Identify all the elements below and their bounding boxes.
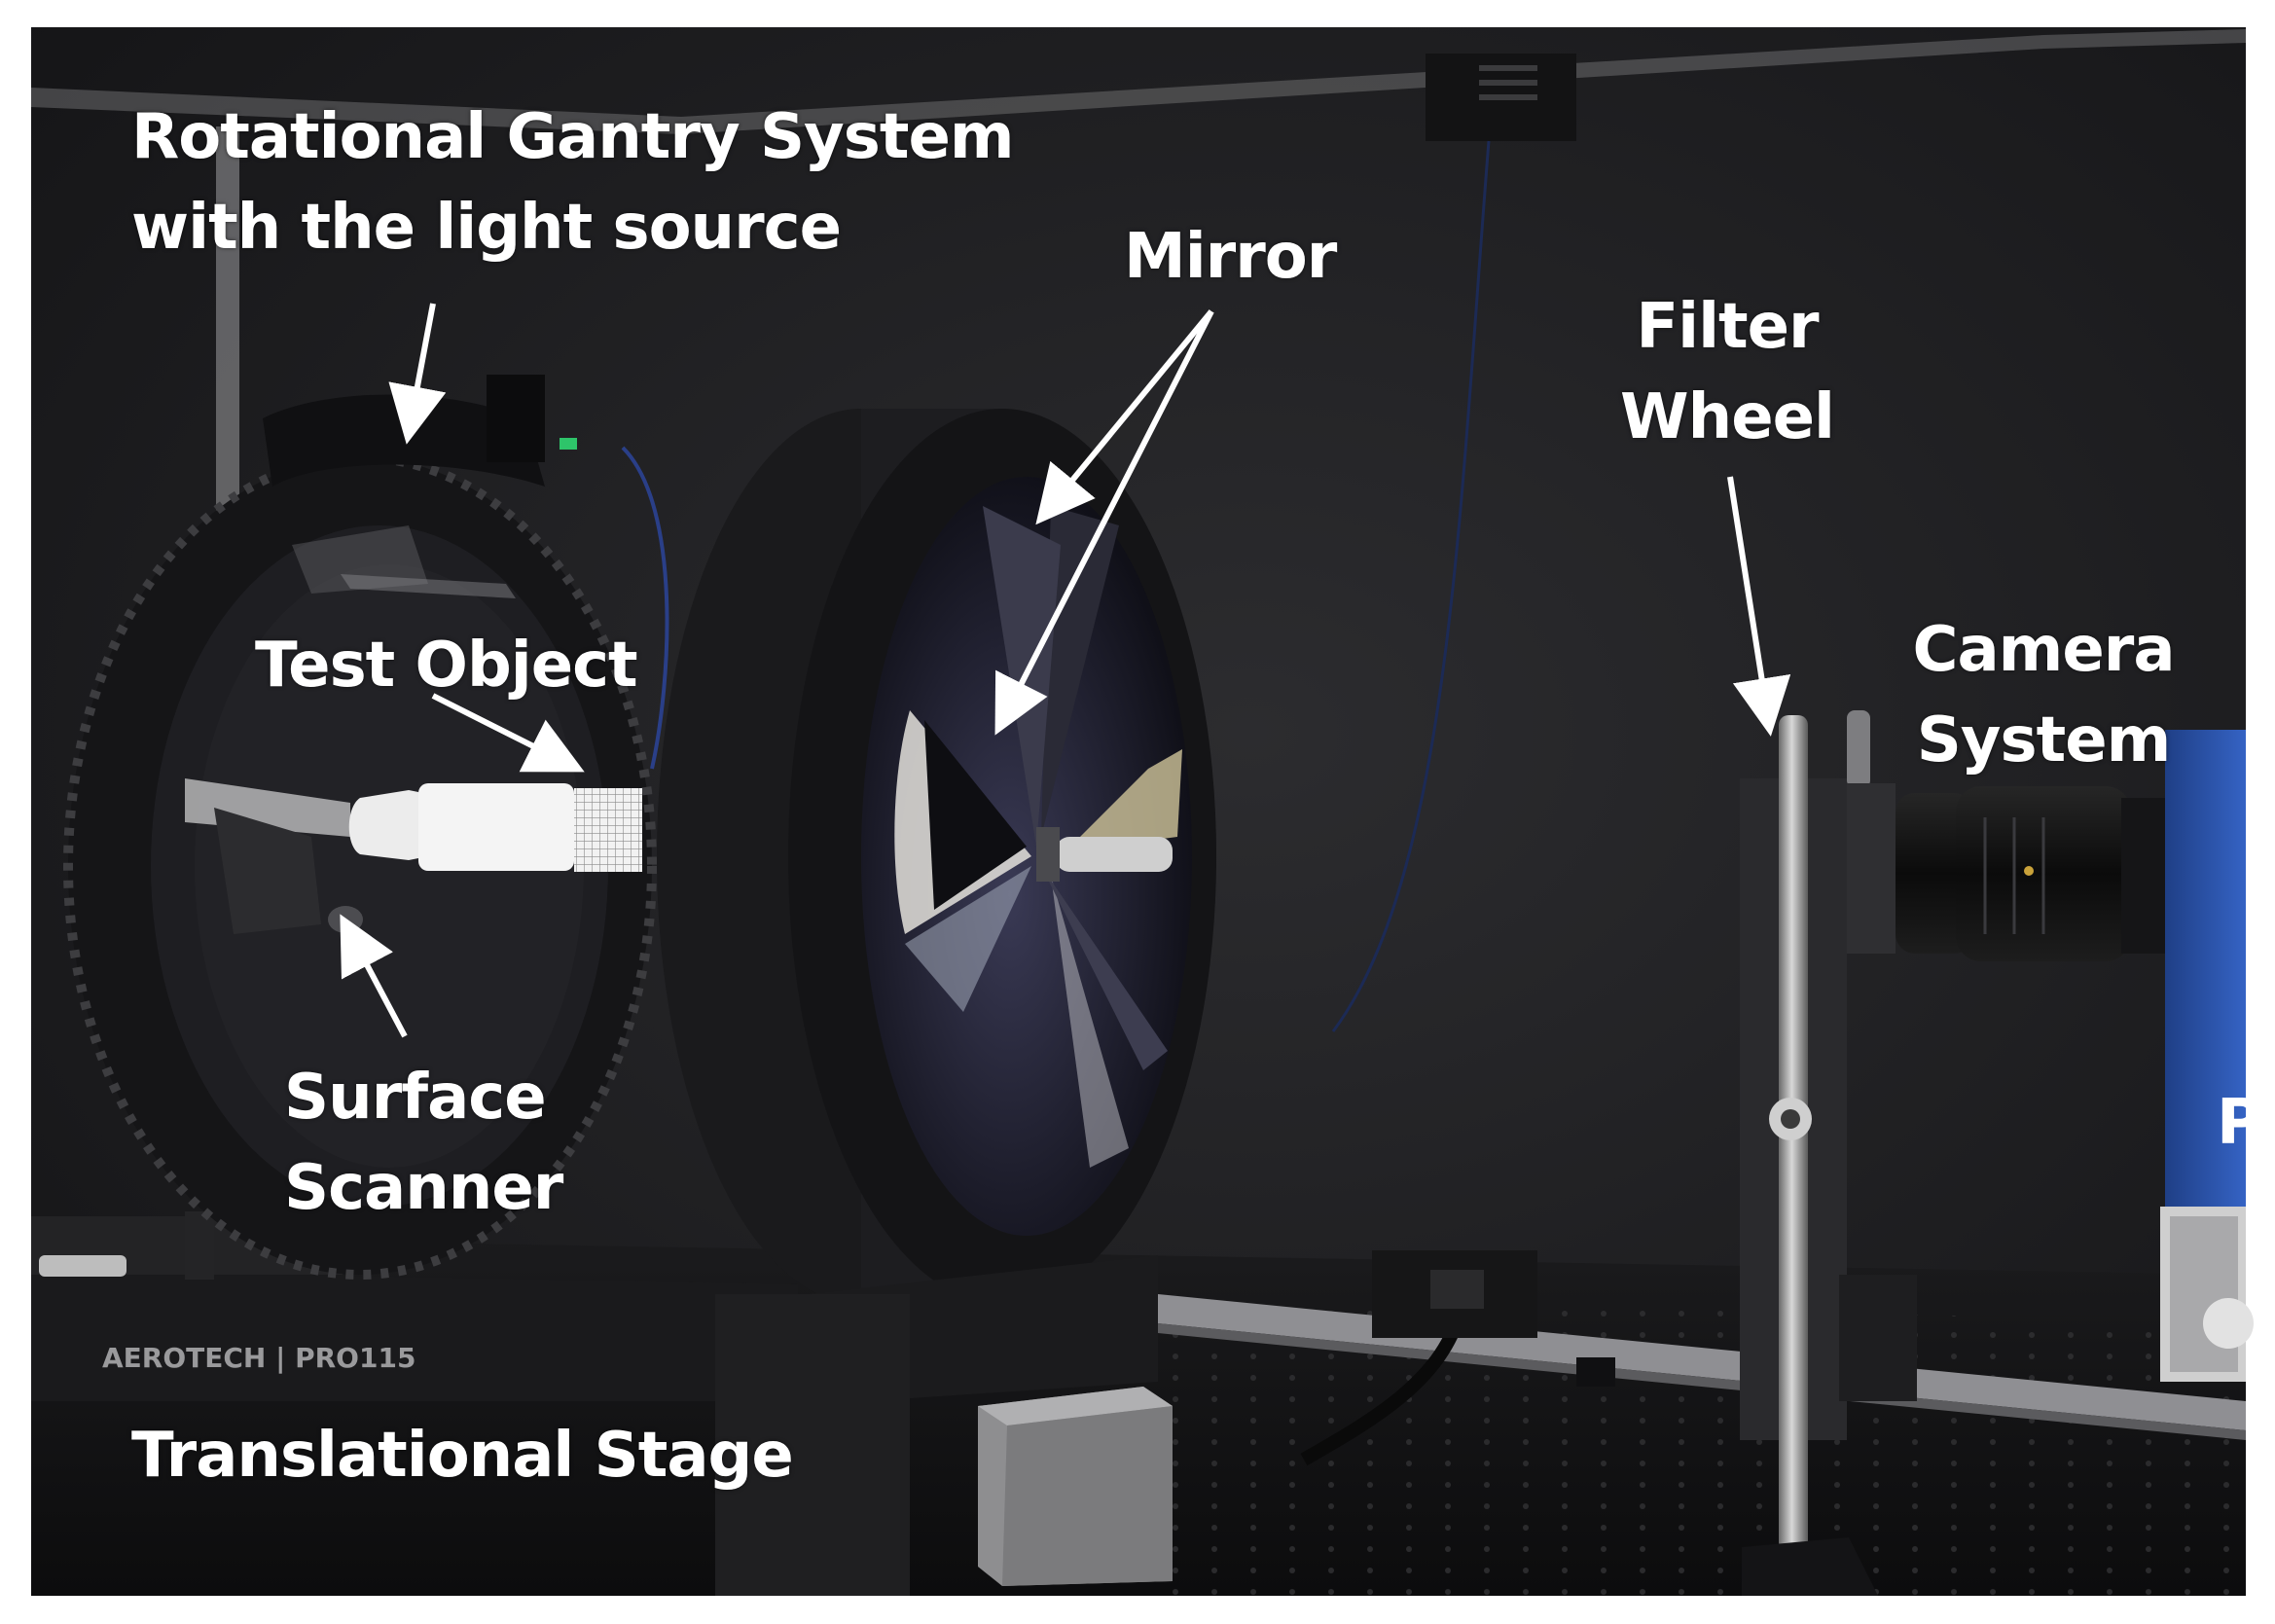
arrow-test-object (431, 693, 585, 773)
label-test-object-text: Test Object (255, 630, 638, 702)
label-filter-wheel: Filter Wheel (1606, 282, 1849, 463)
label-camera-system: Camera System (1897, 605, 2189, 786)
mirror-assembly (657, 409, 1216, 1596)
arrow-filter-wheel (1727, 476, 1791, 737)
test-object (348, 783, 642, 872)
translational-stage (31, 1270, 798, 1401)
label-stage-text: Translational Stage (131, 1420, 794, 1492)
controller-box (978, 1387, 1173, 1586)
label-scanner-line2: Scanner (284, 1152, 563, 1224)
label-translational-stage: Translational Stage (131, 1411, 794, 1501)
arrow-mirror-upper (1035, 309, 1214, 525)
arrow-surface-scanner (340, 914, 408, 1038)
label-filter-line1: Filter (1636, 291, 1819, 363)
label-gantry-line1: Rotational Gantry System (131, 101, 1015, 173)
camera-system: P (1847, 730, 2262, 1382)
label-gantry-line2: with the light source (131, 192, 842, 264)
label-scanner-line1: Surface (284, 1062, 547, 1134)
label-surface-scanner: Surface Scanner (284, 1053, 563, 1234)
stage-brand-text: AEROTECH | PRO115 (102, 1342, 415, 1374)
camera-partial-letter: P (2217, 1087, 2262, 1159)
label-filter-line2: Wheel (1620, 381, 1835, 453)
label-mirror-text: Mirror (1124, 221, 1337, 293)
annotation-arrows (340, 303, 1791, 1038)
filter-wheel (1740, 710, 1917, 1596)
label-camera-line2: System (1916, 704, 2172, 776)
rotational-gantry (63, 375, 657, 1280)
label-mirror: Mirror (1124, 212, 1337, 303)
arrow-mirror-lower (994, 309, 1214, 736)
label-camera-line1: Camera (1912, 614, 2176, 686)
label-test-object: Test Object (255, 621, 638, 711)
label-rotational-gantry: Rotational Gantry System with the light … (131, 92, 1015, 273)
arrow-gantry (388, 303, 447, 445)
